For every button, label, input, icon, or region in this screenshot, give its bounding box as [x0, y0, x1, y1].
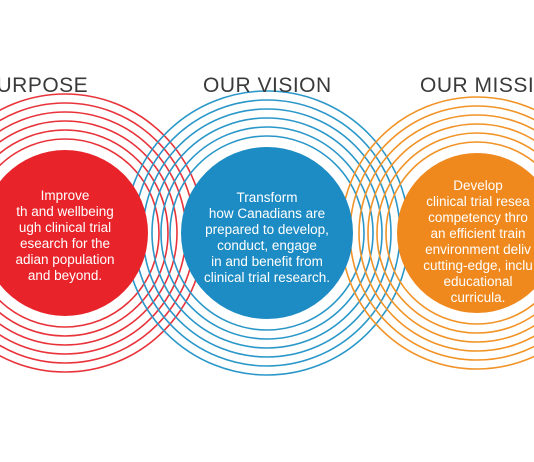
purpose-line: and beyond.: [27, 268, 103, 283]
purpose-ring: [0, 138, 160, 328]
mission-ring: [376, 132, 534, 334]
purpose-ring: [0, 129, 169, 337]
vision-line: in and benefit from: [211, 254, 323, 269]
vision-ring: [151, 117, 383, 349]
mission-line: educational: [443, 274, 513, 289]
our-purpose-heading: R PURPOSE: [0, 74, 89, 97]
purpose-statement: Improve th and wellbeing ugh clinical tr…: [0, 188, 180, 284]
purpose-circle: [0, 150, 148, 316]
mission-circle: [397, 153, 534, 313]
vision-line: clinical trial research.: [203, 270, 331, 285]
purpose-line: th and wellbeing: [16, 204, 114, 219]
vision-line: prepared to develop,: [205, 222, 329, 237]
mission-line: curricula.: [450, 290, 506, 305]
mission-line: environment deliv: [425, 242, 531, 257]
vision-statement: Transform how Canadians are prepared to …: [152, 190, 382, 286]
mission-line: an efficient train: [430, 226, 526, 241]
vision-line: how Canadians are: [208, 206, 326, 221]
mission-line: competency thro: [428, 210, 528, 225]
vision-circle: [181, 147, 353, 319]
vision-ring: [160, 126, 374, 340]
purpose-line: adian population: [15, 252, 115, 267]
mission-line: cutting-edge, inclu: [423, 258, 533, 273]
vision-line: conduct, engage: [217, 238, 317, 253]
mission-ring: [358, 114, 534, 352]
mission-ring: [385, 141, 534, 325]
mission-statement: Develop clinical trial resea competency …: [363, 178, 534, 306]
purpose-line: Improve: [40, 188, 90, 203]
vision-ring: [169, 135, 365, 331]
purpose-line: ugh clinical trial: [18, 220, 112, 235]
mission-line: clinical trial resea: [426, 194, 530, 209]
our-mission-heading: OUR MISSI: [420, 74, 534, 97]
purpose-ring: [0, 120, 178, 346]
vision-line: Transform: [236, 190, 298, 205]
mission-line: Develop: [453, 178, 503, 193]
mission-ring: [367, 123, 534, 343]
our-vision-heading: OUR VISION: [203, 74, 332, 97]
purpose-line: esearch for the: [19, 236, 111, 251]
